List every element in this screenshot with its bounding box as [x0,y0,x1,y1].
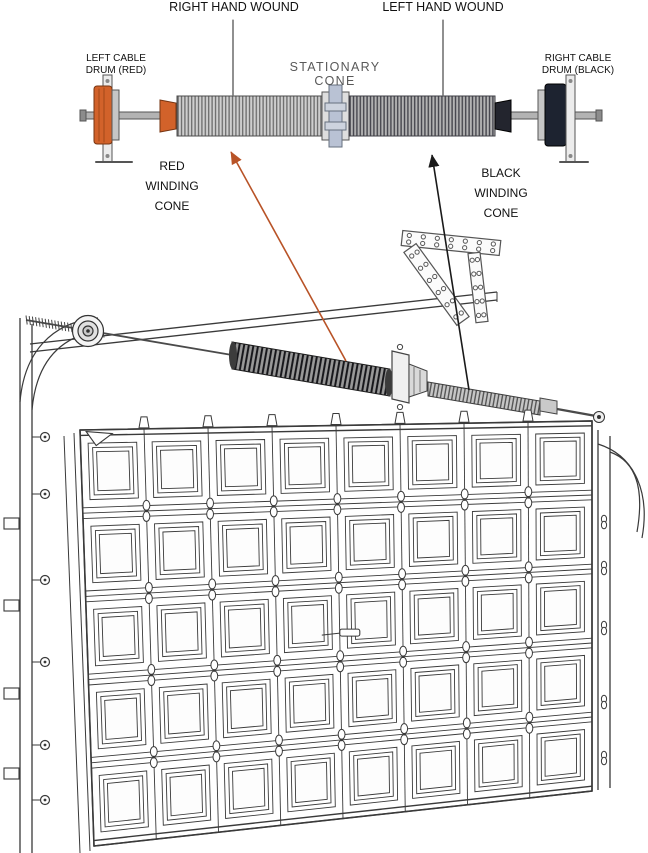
right-spring-left-hand-wound [348,95,496,137]
red-winding-cone-art [159,99,177,133]
label-left-cable-drum: LEFT CABLE DRUM (RED) [85,53,147,76]
shaft-fitting [539,397,558,415]
spring-anchor-cone [408,363,428,398]
black-winding-cone-art [494,99,512,133]
right-bracket-art [565,74,576,163]
garage-structure [19,291,645,853]
label-black-winding-cone: BLACK WINDING CONE [474,166,528,220]
spring-anchor-bracket [391,350,410,404]
label-right-cable-drum: RIGHT CABLE DRUM (BLACK) [541,53,615,76]
red-arrow [230,151,347,362]
label-red-winding-cone: RED WINDING CONE [145,159,199,213]
pointer-arrows [230,151,470,391]
garage-spring-coil-right [427,381,541,416]
black-arrow [428,154,470,391]
label-right-hand-wound: RIGHT HAND WOUND [169,0,299,14]
left-cable-drum-art [93,85,113,145]
garage-spring-coil [231,341,391,397]
garage-door [3,229,608,847]
garage-spring-assembly [229,341,605,423]
label-left-hand-wound: LEFT HAND WOUND [382,0,504,14]
torsion-assembly-diagram [79,19,603,163]
left-spring-right-hand-wound [176,95,323,137]
label-stationary-cone: STATIONARY CONE [289,60,381,88]
right-cable-drum-art [544,83,567,147]
